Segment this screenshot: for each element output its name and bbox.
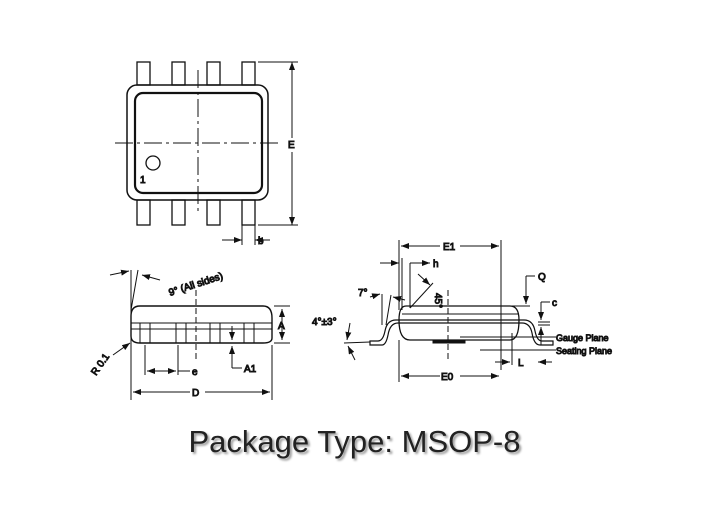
angle-7-label: 7° [358, 288, 368, 299]
pin1-label: 1 [140, 175, 146, 186]
top-view: 1 E b [115, 61, 298, 248]
dim-h-label: h [433, 259, 439, 270]
pin1-marker [145, 155, 161, 171]
dim-D-label: D [192, 388, 199, 399]
dim-e-label: e [192, 367, 198, 378]
dim-E1-label: E1 [443, 242, 456, 253]
dim-L-label: L [518, 358, 524, 369]
dim-Q-label: Q [538, 272, 546, 283]
angle-45-label: 45° [432, 293, 443, 308]
dim-E-label: E [288, 140, 295, 151]
gauge-plane-label: Gauge Plane [556, 333, 609, 343]
radius-label: R 0.1 [89, 351, 112, 377]
angle-4-label: 4°±3° [312, 317, 337, 328]
dim-A-label: A [278, 321, 285, 332]
end-view: E1 E0 h 45° 7° 4°±3° Q c Gauge Plane Sea… [312, 240, 613, 384]
dim-c-label: c [552, 298, 557, 309]
side-view: D e A1 A 9° (All sides) R 0.1 [89, 269, 290, 400]
dim-b-label: b [258, 236, 264, 247]
dim-A1-label: A1 [244, 364, 257, 375]
dim-E0-label: E0 [441, 372, 454, 383]
package-type-title: Package Type: MSOP-8 [188, 424, 521, 459]
seating-plane-label: Seating Plane [556, 346, 612, 356]
